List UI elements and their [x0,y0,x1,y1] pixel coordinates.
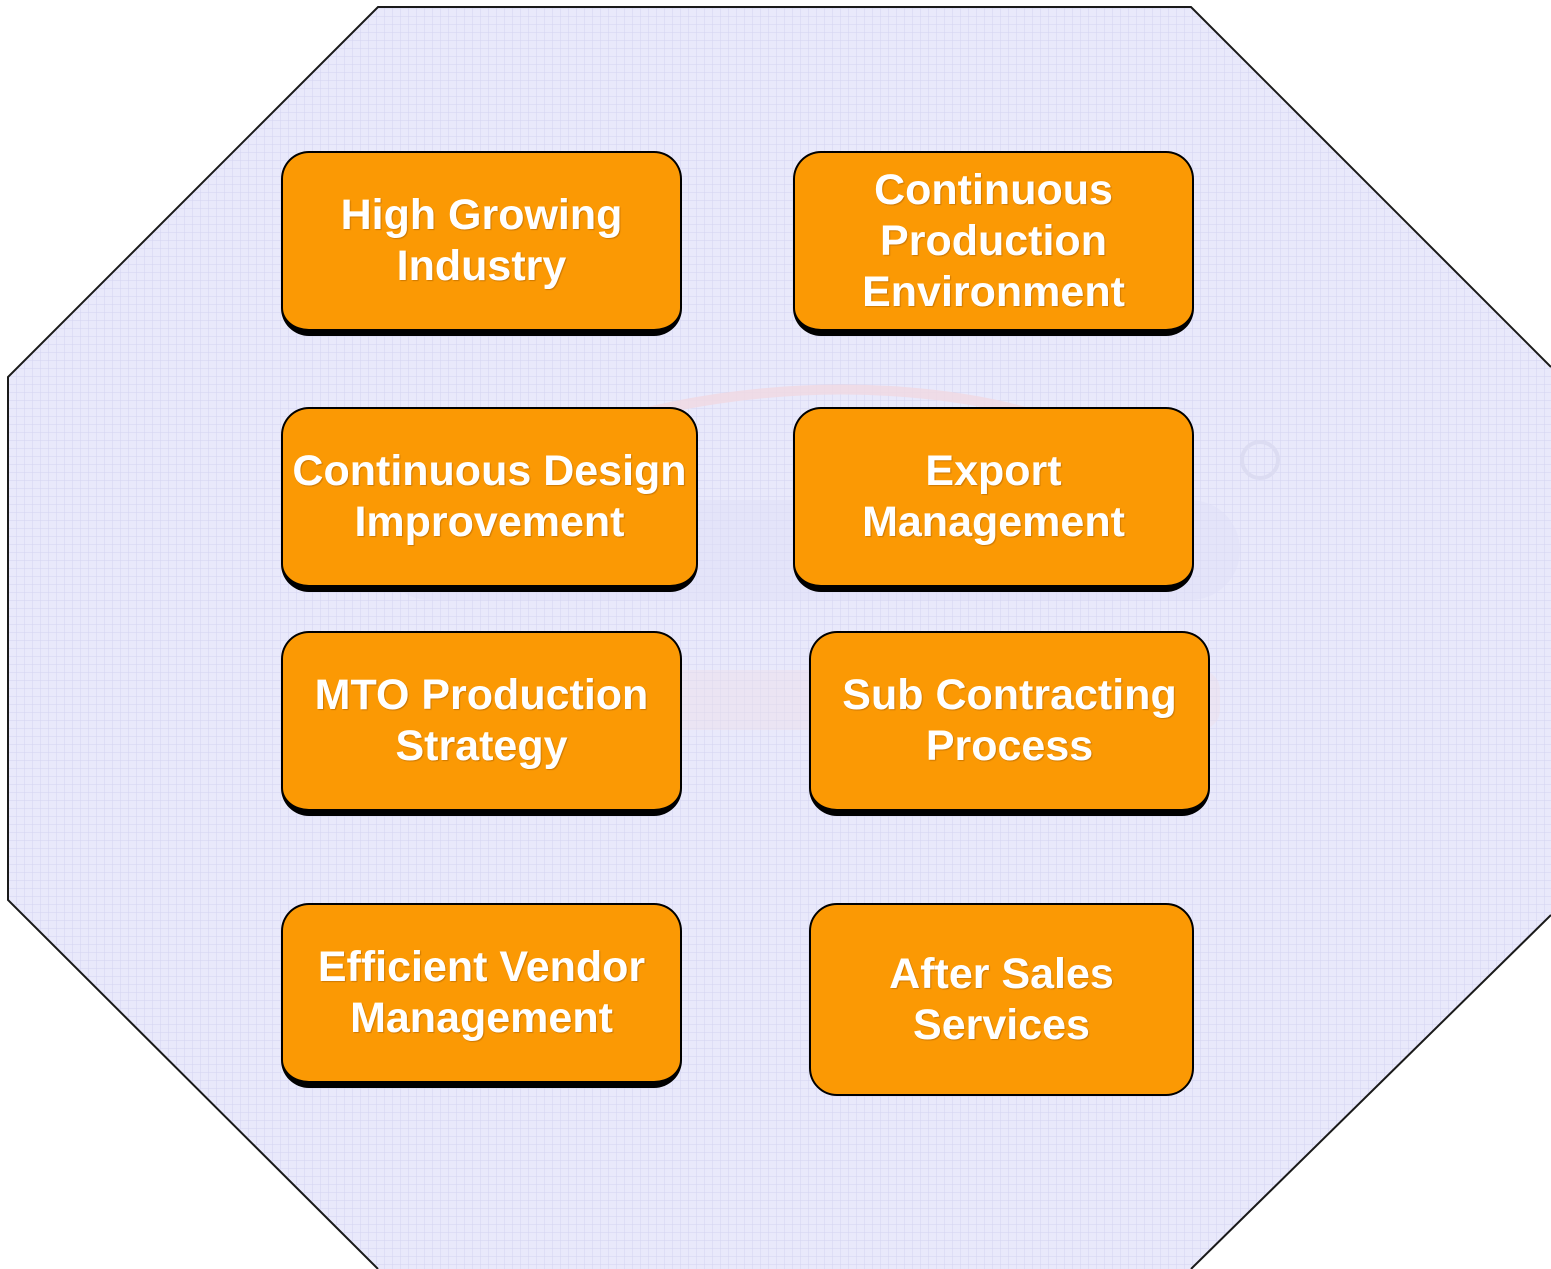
octagon-outline [7,6,1551,1269]
card-label: After Sales Services [889,949,1114,1049]
octagon-grid-texture [8,7,1551,1269]
card-label: Sub Contracting Process [842,671,1177,770]
card-label: Continuous Production Environment [862,165,1125,316]
card-sub-contracting-process: Sub Contracting Process [809,631,1210,816]
card-continuous-design-improvement: Continuous Design Improvement [281,407,698,592]
octagon-outline-lower-right [1190,914,1551,1269]
card-export-management: Export Management [793,407,1194,592]
card-label: MTO Production Strategy [314,671,649,770]
card-label: Continuous Design Improvement [292,447,687,546]
card-continuous-production-environment: Continuous Production Environment [793,151,1194,336]
card-high-growing-industry: High Growing Industry [281,151,682,336]
card-label: Export Management [862,447,1125,546]
card-label: High Growing Industry [340,191,623,290]
card-label: Efficient Vendor Management [317,943,646,1042]
card-efficient-vendor-management: Efficient Vendor Management [281,903,682,1088]
card-after-sales-services: After Sales Services [809,903,1194,1096]
card-mto-production-strategy: MTO Production Strategy [281,631,682,816]
